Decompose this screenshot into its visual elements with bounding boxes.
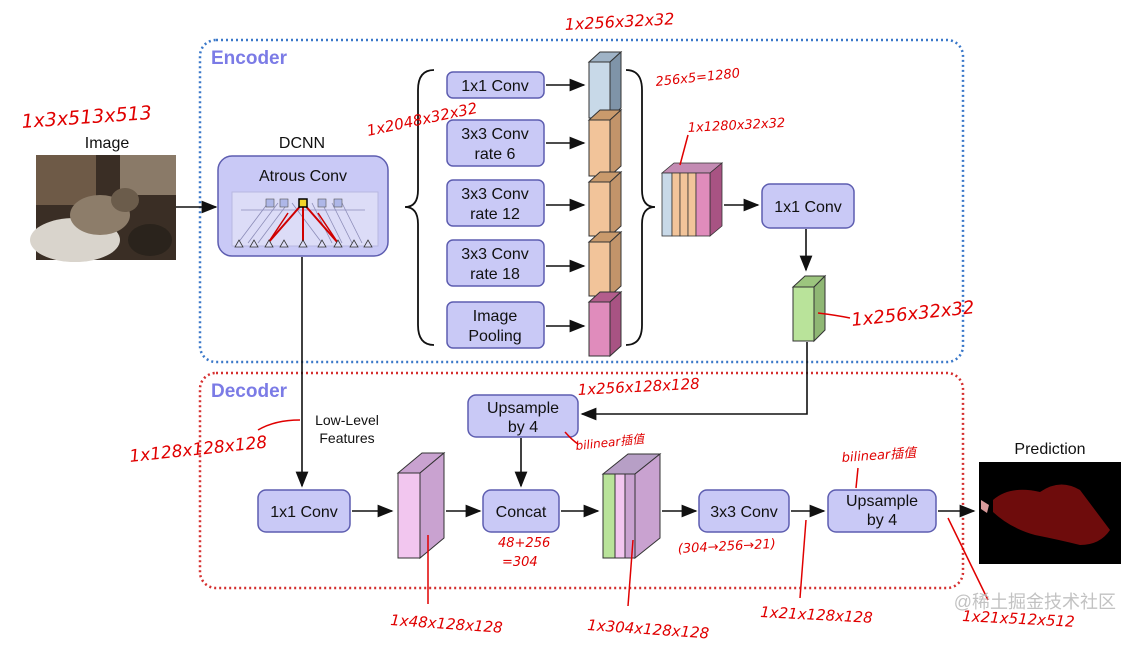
upsample-by-4-bottom: Upsample by 4 — [827, 489, 937, 533]
encoder-region — [198, 38, 965, 364]
svg-text:1x1 Conv: 1x1 Conv — [461, 78, 529, 95]
svg-text:Upsample: Upsample — [846, 493, 918, 510]
concat-calc-note: 256x5=1280 — [655, 66, 741, 90]
right-brace — [625, 69, 656, 346]
upsample2-method-note: bilinear插值 — [841, 446, 918, 466]
decoder-region — [198, 371, 965, 590]
sum-calc-note-2: =304 — [502, 555, 538, 570]
svg-text:rate 18: rate 18 — [470, 266, 520, 283]
conv3-shape-note: 1x21x128x128 — [760, 603, 873, 627]
svg-text:1x1 Conv: 1x1 Conv — [270, 504, 338, 521]
upsample-by-4-top: Upsample by 4 — [467, 394, 579, 438]
svg-text:Image: Image — [473, 308, 518, 325]
branch-feature-blocks — [587, 50, 623, 358]
concat-block: Concat — [482, 489, 560, 533]
concat-feature-slab — [601, 452, 662, 560]
aspp-branch-1x1: 1x1 Conv — [446, 71, 545, 99]
sum-calc-note-1: 48+256 — [498, 536, 550, 551]
svg-text:rate 12: rate 12 — [470, 206, 520, 223]
low-level-label-1: Low-Level — [315, 412, 379, 428]
branch-arrows — [546, 78, 586, 333]
encoder-output-block — [791, 274, 827, 343]
encoder-title: Encoder — [211, 48, 288, 69]
left-brace — [404, 69, 435, 346]
svg-text:Pooling: Pooling — [468, 328, 521, 345]
input-label: Image — [85, 135, 130, 152]
low-level-feature-slab — [396, 451, 446, 560]
dec-conv-shape-note: 1x48x128x128 — [390, 611, 504, 637]
final-shape-note: 1x21x512x512 — [962, 607, 1075, 631]
lowlevel-shape-note: 1x128x128x128 — [128, 433, 268, 467]
concat-shape-note: 1x1280x32x32 — [687, 116, 785, 136]
prediction-label: Prediction — [1014, 441, 1085, 458]
concat-out-shape-note: 1x304x128x128 — [587, 616, 710, 642]
svg-text:3x3 Conv: 3x3 Conv — [461, 246, 529, 263]
aspp-branch-rate6: 3x3 Conv rate 6 — [446, 119, 545, 167]
svg-text:3x3 Conv: 3x3 Conv — [710, 504, 778, 521]
prediction-mask — [979, 462, 1121, 564]
input-shape-note: 1x3x513x513 — [21, 102, 153, 133]
encoder-1x1-conv: 1x1 Conv — [761, 183, 855, 229]
decoder-title: Decoder — [211, 381, 288, 402]
upsample1-shape-note: 1x256x128x128 — [577, 375, 700, 399]
dcnn-title: DCNN — [279, 135, 325, 152]
watermark: @稀土掘金技术社区 — [954, 592, 1116, 612]
svg-text:Atrous Conv: Atrous Conv — [259, 168, 347, 185]
svg-text:3x3 Conv: 3x3 Conv — [461, 186, 529, 203]
conv3-channel-note: (304→256→21) — [677, 537, 776, 557]
svg-text:Concat: Concat — [496, 504, 547, 521]
aspp-branch-image-pooling: Image Pooling — [446, 301, 545, 349]
decoder-1x1-conv: 1x1 Conv — [257, 489, 351, 533]
svg-text:by 4: by 4 — [867, 512, 897, 529]
aspp-concat-stack — [660, 162, 724, 237]
aspp-branch-rate12: 3x3 Conv rate 12 — [446, 179, 545, 227]
encoder-output-shape-note: 1x256x32x32 — [850, 297, 975, 331]
svg-text:1x1 Conv: 1x1 Conv — [774, 199, 842, 216]
svg-text:Upsample: Upsample — [487, 400, 559, 417]
branch-shape-note: 1x256x32x32 — [564, 9, 675, 34]
input-image — [30, 155, 176, 262]
atrous-conv-block: Atrous Conv — [217, 155, 389, 257]
encoder-to-upsample-arrow — [580, 342, 808, 421]
decoder-3x3-conv: 3x3 Conv — [698, 489, 790, 533]
svg-text:by 4: by 4 — [508, 419, 538, 436]
svg-text:rate 6: rate 6 — [475, 146, 516, 163]
atrous-grid-icon — [237, 202, 365, 244]
low-level-label-2: Features — [319, 430, 374, 446]
aspp-branch-rate18: 3x3 Conv rate 18 — [446, 239, 545, 287]
upsample1-method-note: bilinear插值 — [575, 432, 647, 453]
svg-text:3x3 Conv: 3x3 Conv — [461, 126, 529, 143]
